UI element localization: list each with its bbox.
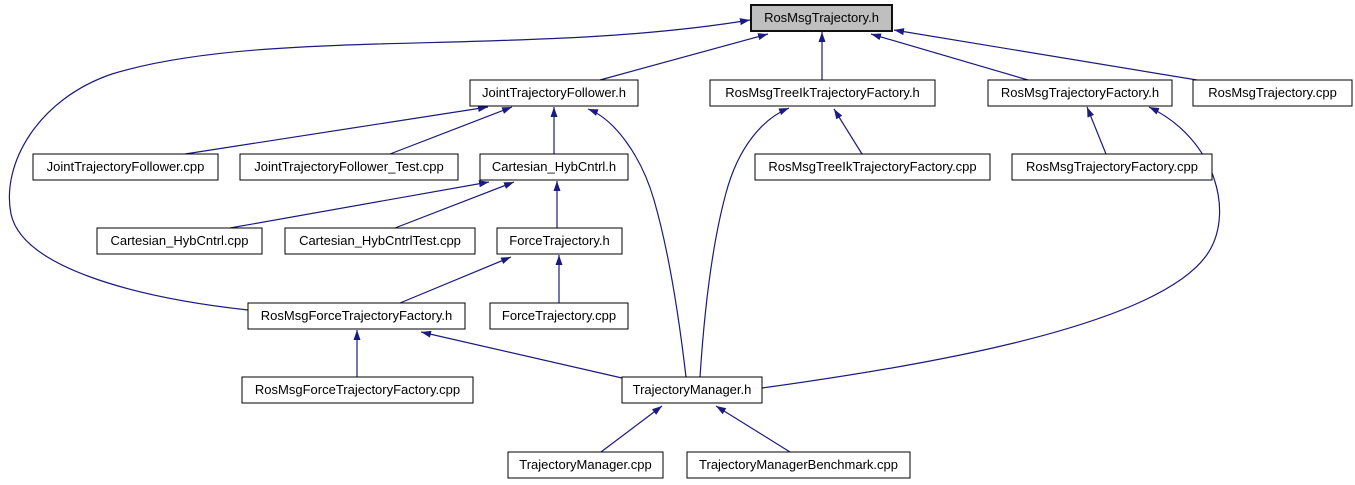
edge-trajectorymanager-h-to-rosmsgtreeiktrajectoryfactory-h xyxy=(699,107,790,378)
edge-jointtrajectoryfollower-h-to-rosmsgtrajectory-h xyxy=(599,33,769,81)
node-box[interactable] xyxy=(32,153,219,181)
node-label[interactable]: ForceTrajectory.cpp xyxy=(502,308,616,323)
node-label[interactable]: Cartesian_HybCntrl.cpp xyxy=(110,233,248,248)
node-label[interactable]: Cartesian_HybCntrl.h xyxy=(492,159,616,174)
node-label[interactable]: Cartesian_HybCntrlTest.cpp xyxy=(299,233,461,248)
node-label[interactable]: ForceTrajectory.h xyxy=(509,233,609,248)
node-cartesian-hybcntrl-cpp[interactable]: Cartesian_HybCntrl.cpp xyxy=(96,227,263,255)
edge-trajectorymanager-cpp-to-trajectorymanager-h xyxy=(600,405,663,453)
node-box[interactable] xyxy=(284,227,476,255)
node-box[interactable] xyxy=(754,153,991,181)
edge-trajectorymanager-h-to-rosmsgforcetrajectoryfactory-h xyxy=(420,330,623,379)
node-label[interactable]: RosMsgForceTrajectoryFactory.cpp xyxy=(255,382,460,397)
edge-rosmsgtreeiktrajectoryfactory-cpp-to-rosmsgtreeiktrajectoryfactory-h xyxy=(833,108,863,155)
node-label[interactable]: JointTrajectoryFollower.cpp xyxy=(47,159,205,174)
node-box[interactable] xyxy=(239,153,459,181)
node-box[interactable] xyxy=(96,227,263,255)
node-rosmsgtreeiktrajectoryfactory-h[interactable]: RosMsgTreeIkTrajectoryFactory.h xyxy=(709,79,936,107)
node-label[interactable]: RosMsgTreeIkTrajectoryFactory.cpp xyxy=(768,159,976,174)
node-label: RosMsgTrajectory.h xyxy=(764,10,879,25)
node-label[interactable]: RosMsgTrajectoryFactory.h xyxy=(1001,85,1159,100)
node-trajectorymanager-h[interactable]: TrajectoryManager.h xyxy=(621,376,763,404)
edge-cartesian-hybcntrltest-cpp-to-cartesian-hybcntrl-h xyxy=(394,181,515,229)
edge-jointtrajectoryfollower-test-cpp-to-jointtrajectoryfollower-h xyxy=(389,106,513,155)
node-rosmsgtrajectoryfactory-h[interactable]: RosMsgTrajectoryFactory.h xyxy=(987,79,1173,107)
edge-rosmsgtrajectory-cpp-to-rosmsgtrajectory-h xyxy=(893,28,1198,81)
edge-trajectorymanager-h-to-jointtrajectoryfollower-h xyxy=(587,108,687,378)
node-box[interactable] xyxy=(241,376,474,404)
edge-rosmsgforcetrajectoryfactory-h-to-rosmsgtrajectory-h xyxy=(8,18,751,311)
node-rosmsgtreeiktrajectoryfactory-cpp[interactable]: RosMsgTreeIkTrajectoryFactory.cpp xyxy=(754,153,991,181)
edge-rosmsgtrajectoryfactory-cpp-to-rosmsgtrajectoryfactory-h xyxy=(1086,106,1107,155)
node-box[interactable] xyxy=(247,302,466,330)
node-rosmsgforcetrajectoryfactory-cpp[interactable]: RosMsgForceTrajectoryFactory.cpp xyxy=(241,376,474,404)
node-rosmsgtrajectory-h: RosMsgTrajectory.h xyxy=(750,4,893,32)
node-box[interactable] xyxy=(489,302,629,330)
nodes-layer: RosMsgTrajectory.h JointTrajectoryFollow… xyxy=(32,4,1353,479)
node-forcetrajectory-cpp[interactable]: ForceTrajectory.cpp xyxy=(489,302,629,330)
node-label[interactable]: RosMsgTreeIkTrajectoryFactory.h xyxy=(725,85,920,100)
node-box xyxy=(750,4,893,32)
node-jointtrajectoryfollower-cpp[interactable]: JointTrajectoryFollower.cpp xyxy=(32,153,219,181)
node-label[interactable]: TrajectoryManager.cpp xyxy=(519,457,651,472)
node-box[interactable] xyxy=(686,451,911,479)
edge-rosmsgtrajectoryfactory-h-to-rosmsgtrajectory-h xyxy=(870,33,1029,81)
node-box[interactable] xyxy=(1011,153,1213,181)
node-label[interactable]: JointTrajectoryFollower.h xyxy=(482,85,626,100)
node-label[interactable]: TrajectoryManager.h xyxy=(633,382,752,397)
node-box[interactable] xyxy=(987,79,1173,107)
node-label[interactable]: RosMsgTrajectoryFactory.cpp xyxy=(1026,159,1198,174)
node-label[interactable]: JointTrajectoryFollower_Test.cpp xyxy=(254,159,444,174)
node-cartesian-hybcntrltest-cpp[interactable]: Cartesian_HybCntrlTest.cpp xyxy=(284,227,476,255)
node-jointtrajectoryfollower-h[interactable]: JointTrajectoryFollower.h xyxy=(469,79,639,107)
node-rosmsgforcetrajectoryfactory-h[interactable]: RosMsgForceTrajectoryFactory.h xyxy=(247,302,466,330)
edge-rosmsgforcetrajectoryfactory-h-to-forcetrajectory-h xyxy=(399,256,512,304)
node-label[interactable]: RosMsgTrajectory.cpp xyxy=(1208,85,1337,100)
node-trajectorymanagerbenchmark-cpp[interactable]: TrajectoryManagerBenchmark.cpp xyxy=(686,451,911,479)
node-box[interactable] xyxy=(621,376,763,404)
node-rosmsgtrajectory-cpp[interactable]: RosMsgTrajectory.cpp xyxy=(1192,79,1353,107)
edge-jointtrajectoryfollower-cpp-to-jointtrajectoryfollower-h xyxy=(184,105,489,155)
node-box[interactable] xyxy=(507,451,664,479)
node-rosmsgtrajectoryfactory-cpp[interactable]: RosMsgTrajectoryFactory.cpp xyxy=(1011,153,1213,181)
edge-trajectorymanagerbenchmark-cpp-to-trajectorymanager-h xyxy=(715,405,791,453)
node-forcetrajectory-h[interactable]: ForceTrajectory.h xyxy=(496,227,623,255)
node-cartesian-hybcntrl-h[interactable]: Cartesian_HybCntrl.h xyxy=(479,153,629,181)
node-trajectorymanager-cpp[interactable]: TrajectoryManager.cpp xyxy=(507,451,664,479)
node-box[interactable] xyxy=(469,79,639,107)
node-box[interactable] xyxy=(479,153,629,181)
edges-layer xyxy=(8,18,1221,453)
node-box[interactable] xyxy=(496,227,623,255)
edge-cartesian-hybcntrl-cpp-to-cartesian-hybcntrl-h xyxy=(229,180,490,229)
node-box[interactable] xyxy=(1192,79,1353,107)
node-box[interactable] xyxy=(709,79,936,107)
edge-trajectorymanager-h-to-rosmsgtrajectoryfactory-h xyxy=(761,106,1221,389)
node-label[interactable]: TrajectoryManagerBenchmark.cpp xyxy=(699,457,898,472)
node-label[interactable]: RosMsgForceTrajectoryFactory.h xyxy=(261,308,452,323)
node-jointtrajectoryfollower-test-cpp[interactable]: JointTrajectoryFollower_Test.cpp xyxy=(239,153,459,181)
